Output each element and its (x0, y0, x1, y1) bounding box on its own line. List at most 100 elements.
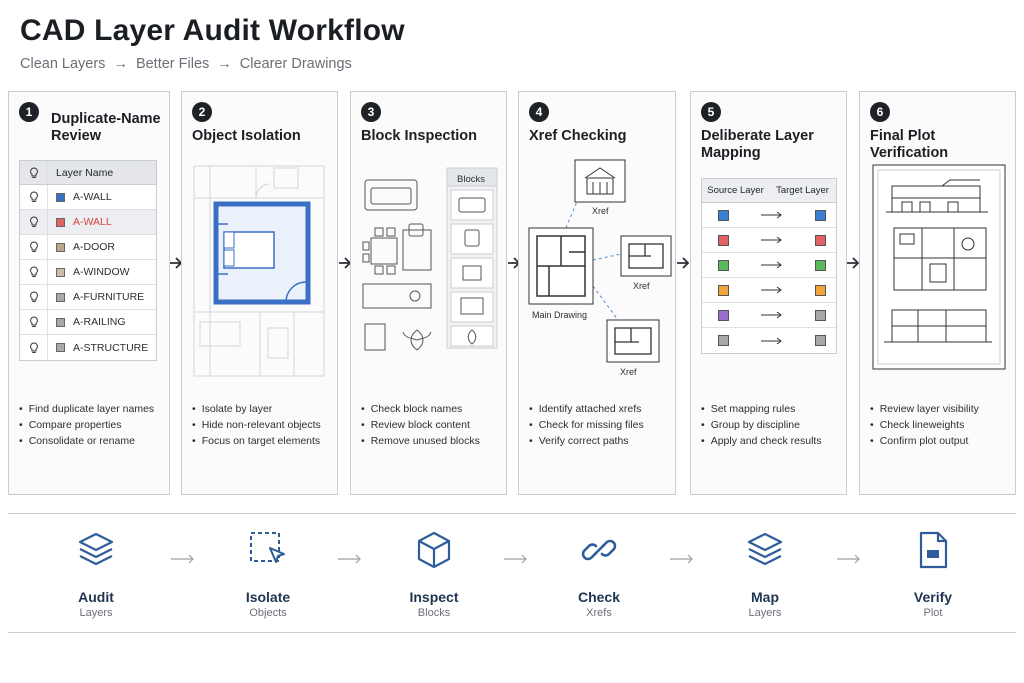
arrow-right-icon (761, 311, 782, 319)
layer-table-header: Layer Name (20, 161, 156, 185)
flow-title: Check (577, 589, 621, 605)
plot-sheet-illustration (872, 164, 1006, 370)
source-color-swatch (718, 284, 729, 296)
step-bullets: Review layer visibilityCheck lineweights… (870, 401, 979, 449)
step-panel-duplicate-review: 1 Duplicate-Name Review Layer Name A-WAL… (8, 91, 170, 495)
arrow-right-icon (338, 554, 361, 564)
link-icon (581, 539, 617, 561)
arrow-right-icon (677, 257, 690, 269)
flow-item-inspect: Inspect Blocks (384, 530, 484, 619)
step-panel-layer-mapping: 5 Deliberate Layer Mapping Source Layer … (690, 91, 847, 495)
target-layer-header: Target Layer (776, 185, 829, 196)
xref-label: Xref (592, 206, 609, 216)
bullet-item: Hide non-relevant objects (192, 417, 321, 433)
step-panel-object-isolation: 2 Object Isolation Isolate by layerHide … (181, 91, 338, 495)
layer-name: A-STRUCTURE (73, 341, 149, 354)
step-title: Xref Checking (529, 128, 627, 144)
target-color-swatch (815, 234, 826, 246)
flow-sub: Plot (923, 607, 943, 619)
flow-sub: Blocks (417, 607, 451, 619)
subtitle-part: Better Files (135, 56, 210, 72)
target-color-swatch (815, 284, 826, 296)
bullet-item: Find duplicate layer names (19, 401, 154, 417)
divider (8, 632, 1016, 633)
flow-title: Audit (78, 589, 114, 605)
arrow-right-icon (761, 236, 782, 244)
layer-row[interactable]: A-WALL (20, 185, 156, 210)
flow-title: Inspect (409, 589, 459, 605)
target-color-swatch (815, 309, 826, 321)
lightbulb-icon[interactable] (20, 210, 48, 234)
layer-row[interactable]: A-RAILING (20, 310, 156, 335)
layer-table: Layer Name A-WALL A-WALL A-DOOR A-WINDOW A-F… (19, 160, 157, 361)
flow-title: Map (751, 589, 779, 605)
cube-icon (417, 531, 451, 569)
layer-row[interactable]: A-FURNITURE (20, 285, 156, 310)
layer-row[interactable]: A-DOOR (20, 235, 156, 260)
bullet-item: Review block content (361, 417, 480, 433)
layer-color-swatch (56, 192, 65, 202)
bulb-header-icon (20, 161, 48, 184)
lightbulb-icon[interactable] (20, 260, 48, 284)
subtitle-arrow: → (217, 56, 232, 72)
blocks-panel-header: Blocks (457, 174, 485, 185)
bullet-item: Focus on target elements (192, 433, 321, 449)
arrow-right-icon (847, 257, 860, 269)
mapping-rows (702, 203, 836, 353)
bullet-item: Check block names (361, 401, 480, 417)
step-bullets: Identify attached xrefsCheck for missing… (529, 401, 644, 449)
source-color-swatch (718, 259, 729, 271)
target-color-swatch (815, 209, 826, 221)
layer-name: A-WALL (73, 216, 112, 228)
step-title: Duplicate-Name Review (51, 111, 161, 144)
flow-title: Isolate (245, 589, 291, 605)
lightbulb-icon[interactable] (20, 235, 48, 259)
layer-name-header: Layer Name (56, 166, 114, 179)
lightbulb-icon[interactable] (20, 335, 48, 360)
arrow-right-icon (504, 554, 527, 564)
isolated-floorplan-illustration (193, 165, 325, 377)
step-title: Final Plot Verification (870, 128, 949, 161)
source-color-swatch (718, 335, 729, 346)
step-number: 5 (701, 102, 721, 122)
layer-name: A-WINDOW (73, 266, 130, 278)
flow-item-isolate: Isolate Objects (218, 530, 318, 619)
bullet-item: Consolidate or rename (19, 433, 154, 449)
step-panel-plot-verification: 6 Final Plot Verification Review laye (859, 91, 1016, 495)
lightbulb-icon[interactable] (20, 310, 48, 334)
source-layer-header: Source Layer (707, 185, 764, 196)
xref-diagram-illustration (528, 159, 672, 363)
bullet-item: Check for missing files (529, 417, 644, 433)
step-title: Object Isolation (192, 128, 301, 144)
layer-row[interactable]: A-WALL (20, 210, 156, 235)
mapping-row (702, 278, 836, 303)
bullet-item: Confirm plot output (870, 433, 979, 449)
arrow-right-icon (761, 286, 782, 294)
bullet-item: Verify correct paths (529, 433, 644, 449)
step-title: Block Inspection (361, 128, 478, 144)
mapping-table: Source Layer Target Layer (701, 178, 837, 354)
subtitle-part: Clearer Drawings (239, 56, 352, 72)
step-bullets: Check block namesReview block contentRem… (361, 401, 480, 449)
arrow-right-icon (761, 337, 782, 344)
step-number: 6 (870, 102, 890, 122)
block-library-illustration (362, 167, 498, 351)
flow-title: Verify (913, 589, 953, 605)
lightbulb-icon[interactable] (20, 185, 48, 209)
flow-sub: Layers (748, 607, 782, 619)
mapping-row (702, 228, 836, 253)
bullet-item: Compare properties (19, 417, 154, 433)
step-number: 2 (192, 102, 212, 122)
subtitle-arrow: → (113, 56, 128, 72)
step-panel-xref-checking: 4 Xref Checking (518, 91, 676, 495)
lightbulb-icon[interactable] (20, 285, 48, 309)
flow-sub: Objects (249, 607, 287, 619)
arrow-right-icon (171, 554, 194, 564)
step-bullets: Find duplicate layer namesCompare proper… (19, 401, 154, 449)
layer-row[interactable]: A-WINDOW (20, 260, 156, 285)
bullet-item: Apply and check results (701, 433, 822, 449)
layer-row[interactable]: A-STRUCTURE (20, 335, 156, 360)
layer-color-swatch (56, 217, 65, 227)
mapping-row (702, 203, 836, 228)
